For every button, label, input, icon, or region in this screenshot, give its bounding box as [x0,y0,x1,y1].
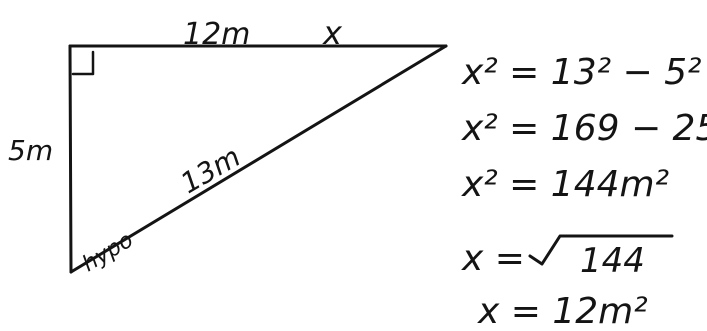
left-side-label: 5m [8,134,53,167]
work-line-2: x² = 169 − 25 [461,108,707,149]
work-line-3: x² = 144m² [461,164,669,205]
left-side [68,44,73,274]
hypotenuse [69,44,448,274]
work-line-4-left: x = [461,238,525,279]
hypotenuse-label: 13m [175,140,246,200]
work-line-5: x = 12m² [477,291,648,331]
right-angle-marker [71,50,95,76]
top-side-label: 12m [183,17,250,52]
work-line-4-radicand: 144 [580,241,645,281]
top-unknown-label: x [322,14,343,52]
hypotenuse-word: hypo [78,228,137,277]
calculation-work: x² = 13² − 5² x² = 169 − 25 x² = 144m² x… [461,52,707,331]
square-root-sign [528,234,674,266]
right-triangle [68,44,448,274]
work-line-1: x² = 13² − 5² [461,52,701,93]
